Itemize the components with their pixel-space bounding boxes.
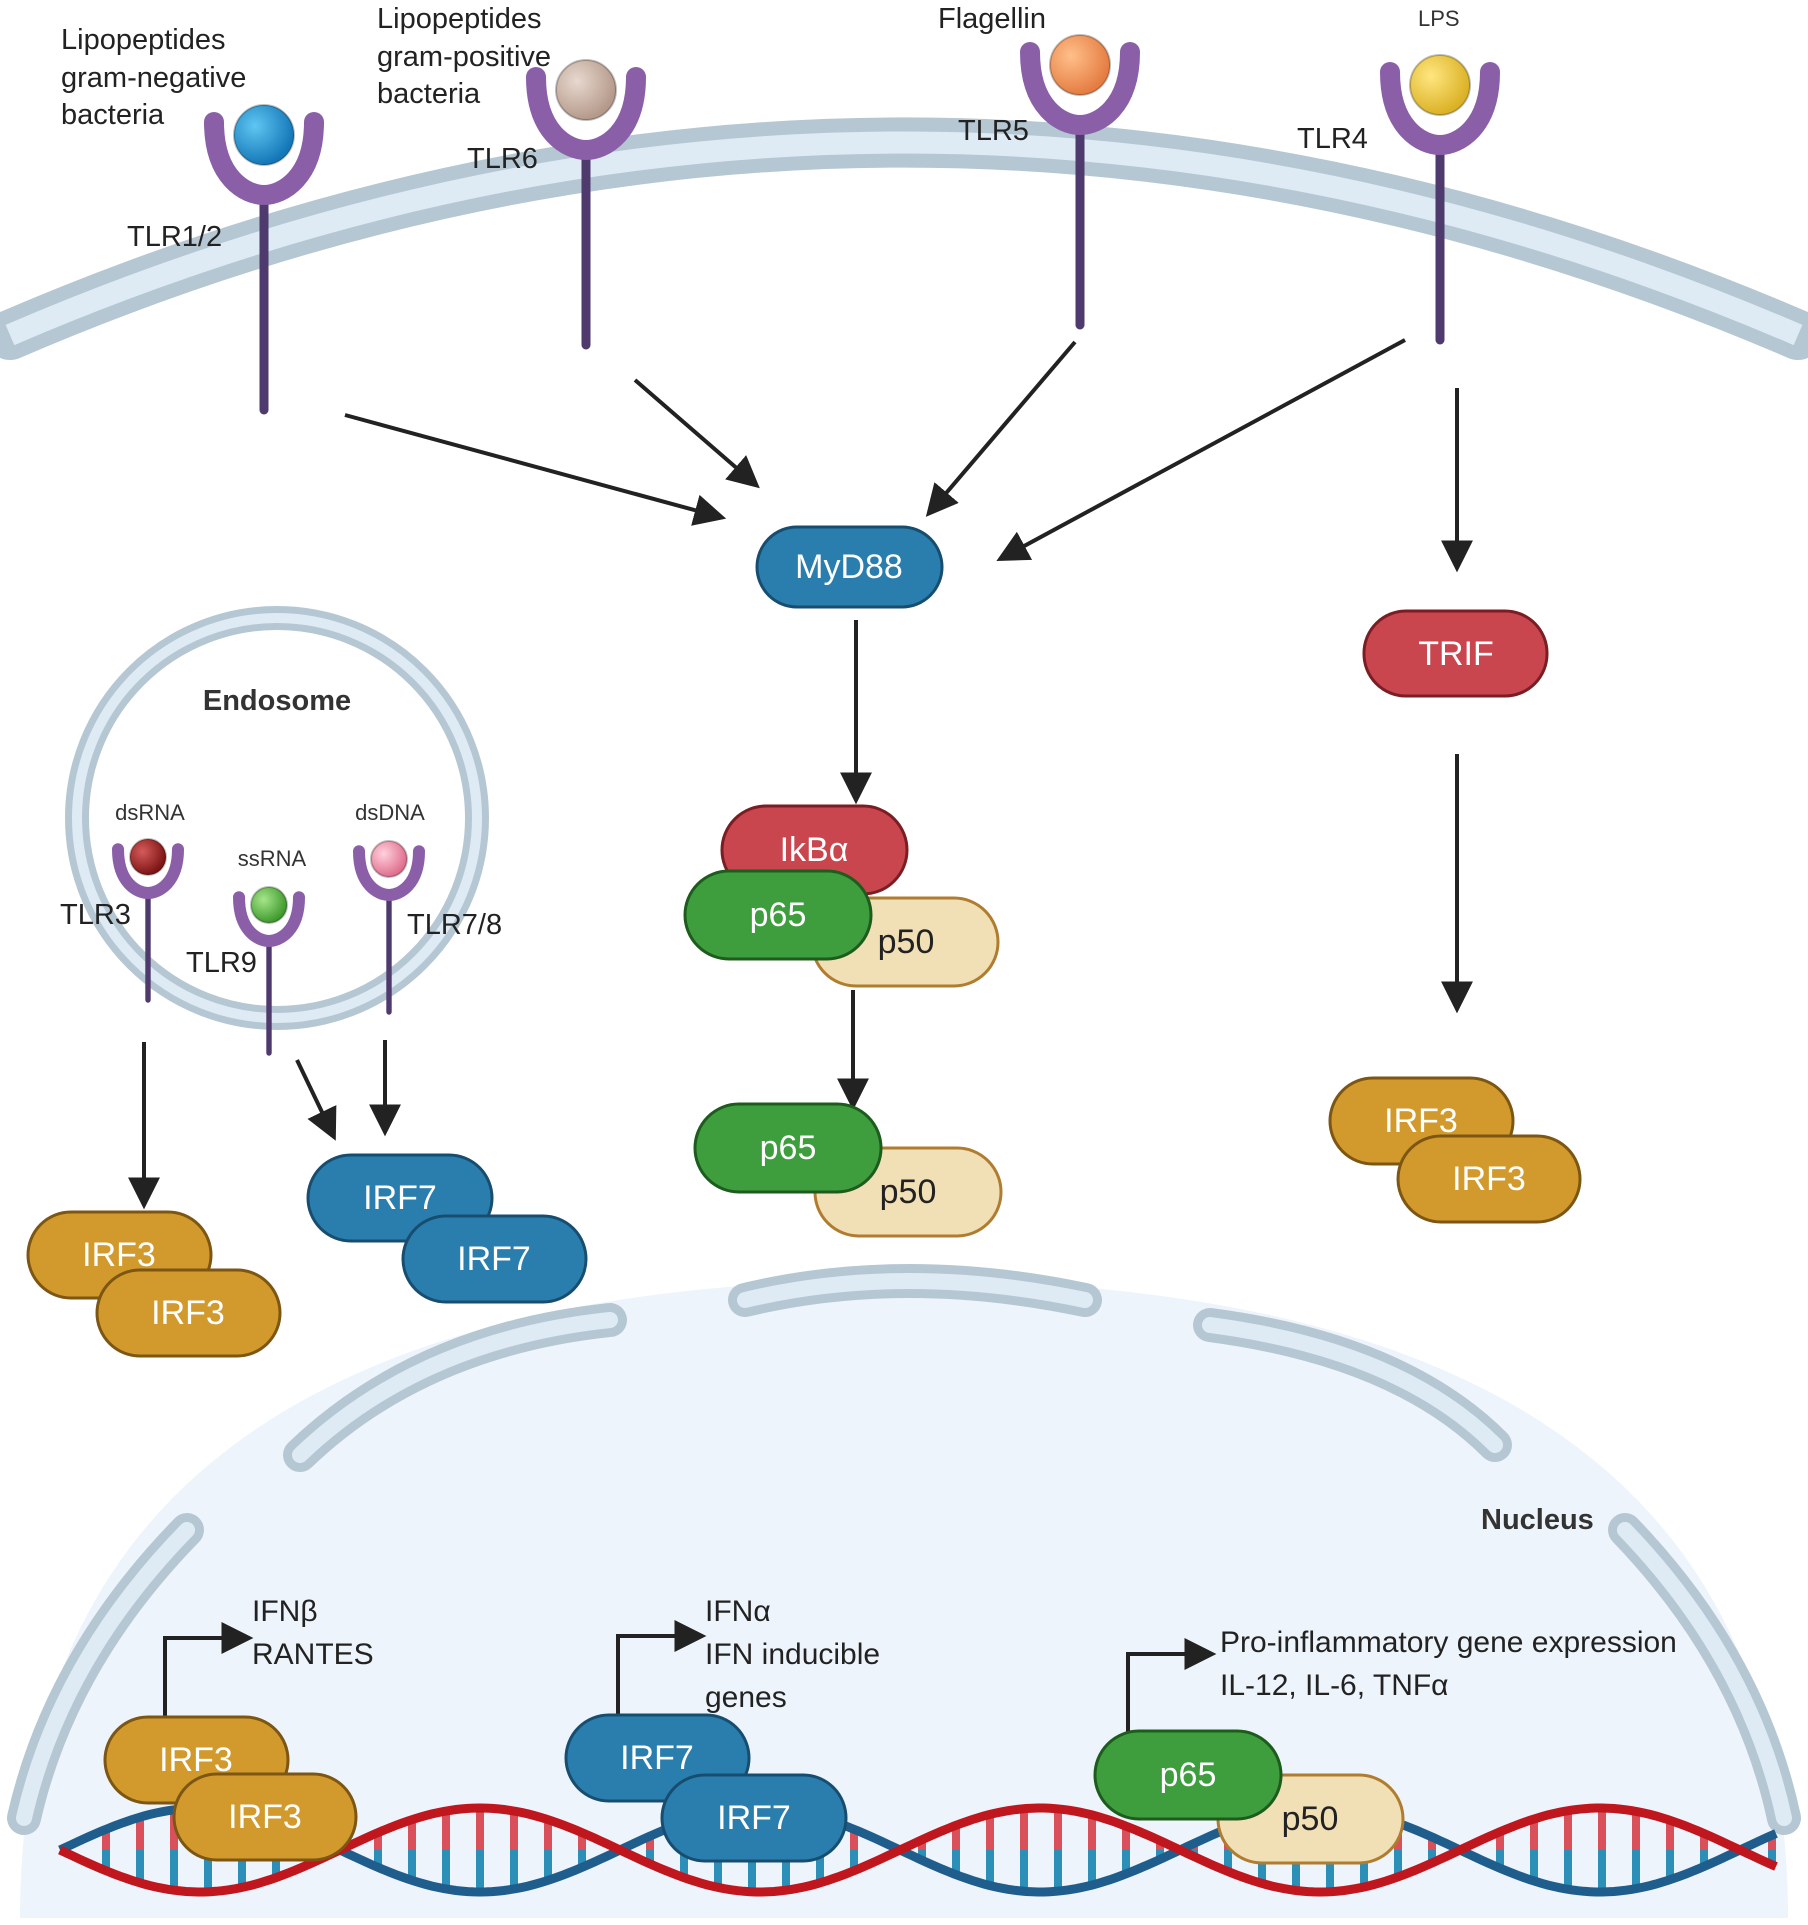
p65-label: p65 — [750, 896, 807, 934]
irf3-label: IRF3 — [151, 1294, 225, 1332]
irf7-gene-3: genes — [705, 1681, 787, 1714]
transcription-arrows — [163, 1620, 1217, 1738]
irf3-dimer-nuclear: IRF3 IRF3 — [103, 1715, 358, 1862]
tlr3-label: TLR3 — [60, 899, 131, 931]
target-genes: IFNβ RANTES IFNα IFN inducible genes Pro… — [252, 1595, 1677, 1714]
p50-label: p50 — [878, 923, 935, 961]
tlr12-ligand-line1: Lipopeptides — [61, 24, 225, 56]
endosome — [65, 606, 489, 1030]
irf7-dimer-endosome: IRF7 IRF7 — [306, 1153, 588, 1304]
tlr6-receptor-cup — [526, 67, 646, 161]
irf7-label: IRF7 — [717, 1799, 791, 1837]
arrow-tlr5-myd88 — [925, 340, 1077, 517]
tlr5-receptor — [1020, 34, 1140, 330]
dna-strand-blue — [58, 1803, 1778, 1897]
trif-label: TRIF — [1418, 635, 1494, 673]
nfkb-free-complex: p50 p65 — [693, 1102, 1003, 1238]
irf3-gene-1: IFNβ — [252, 1595, 318, 1628]
irf7-label: IRF7 — [457, 1240, 531, 1278]
irf7-label: IRF7 — [620, 1739, 694, 1777]
nucleus — [7, 1264, 1801, 1918]
irf7-dimer-nuclear: IRF7 IRF7 — [564, 1713, 848, 1863]
transcription-arrow-irf3 — [163, 1622, 254, 1718]
endosome-labels: Endosome dsRNA ssRNA dsDNA TLR3 TLR9 TLR… — [60, 685, 502, 979]
transcription-arrow-irf7 — [616, 1620, 707, 1720]
tlr78-receptor-cup — [353, 845, 425, 902]
tlr12-receptor — [204, 104, 324, 415]
tlr6-receptor — [526, 59, 646, 350]
signaling-arrows — [128, 338, 1473, 1210]
tlr4-ligand: LPS — [1418, 6, 1460, 31]
tlr12-ligand-line3: bacteria — [61, 99, 165, 131]
tlr3-ligand: dsRNA — [115, 800, 185, 825]
tlr12-label: TLR1/2 — [127, 221, 222, 253]
tlr9-label: TLR9 — [186, 947, 257, 979]
irf3-dimer-endosome: IRF3 IRF3 — [26, 1210, 282, 1358]
ikba-label: IkBα — [780, 831, 849, 869]
tlr9-receptor-ligand-ball — [250, 886, 288, 924]
tlr6-ligand-line1: Lipopeptides — [377, 3, 541, 35]
tlr4-label: TLR4 — [1297, 123, 1368, 155]
endosome-title: Endosome — [203, 685, 351, 717]
nfkb-gene-2: IL-12, IL-6, TNFα — [1220, 1669, 1449, 1702]
irf7-gene-1: IFNα — [705, 1595, 771, 1628]
tlr3-receptor — [112, 838, 184, 1003]
p65-label: p65 — [1160, 1756, 1217, 1794]
tlr6-receptor-ligand-ball — [555, 59, 617, 121]
endosomal-receptors — [112, 838, 425, 1056]
tlr6-ligand-line2: gram-positive — [377, 41, 551, 73]
arrow-tlr9-irf7 — [295, 1059, 337, 1141]
tlr9-receptor — [233, 886, 305, 1056]
p65-label: p65 — [760, 1129, 817, 1167]
tlr5-ligand: Flagellin — [938, 3, 1046, 35]
tlr3-receptor-cup — [112, 843, 184, 900]
irf3-label: IRF3 — [1384, 1102, 1458, 1140]
tlr4-receptor-cup — [1380, 62, 1500, 156]
tlr78-ligand: dsDNA — [355, 800, 425, 825]
tlr12-receptor-ligand-ball — [233, 104, 295, 166]
irf3-gene-2: RANTES — [252, 1638, 374, 1671]
tlr4-receptor-ligand-ball — [1409, 54, 1471, 116]
tlr5-receptor-ligand-ball — [1049, 34, 1111, 96]
tlr3-receptor-ligand-ball — [129, 838, 167, 876]
tlr78-receptor-ligand-ball — [370, 840, 408, 878]
myd88-adaptor: MyD88 — [755, 525, 944, 609]
irf3-label: IRF3 — [228, 1798, 302, 1836]
arrow-tlr6-myd88 — [633, 378, 760, 489]
tlr6-ligand-line3: bacteria — [377, 78, 481, 110]
p50-label: p50 — [1282, 1800, 1339, 1838]
tlr5-receptor-cup — [1020, 42, 1140, 136]
myd88-label: MyD88 — [795, 548, 903, 586]
arrow-tlr4-myd88 — [996, 338, 1406, 562]
dna-strand-red — [58, 1803, 1778, 1897]
tlr4-receptor — [1380, 54, 1500, 345]
nucleus-title: Nucleus — [1481, 1504, 1594, 1536]
tlr78-label: TLR7/8 — [407, 909, 502, 941]
irf3-label: IRF3 — [1452, 1160, 1526, 1198]
irf3-dimer-trif: IRF3 IRF3 — [1328, 1076, 1582, 1224]
tlr12-ligand-line2: gram-negative — [61, 62, 246, 94]
irf7-gene-2: IFN inducible — [705, 1638, 880, 1671]
nfkb-gene-1: Pro-inflammatory gene expression — [1220, 1626, 1677, 1659]
tlr9-ligand: ssRNA — [238, 846, 307, 871]
p50-label: p50 — [880, 1173, 937, 1211]
nfkb-ikba-complex: IkBα p50 p65 — [683, 804, 1000, 988]
tlr78-receptor — [353, 840, 425, 1015]
arrow-tlr12-myd88 — [344, 413, 727, 526]
surface-receptor-labels: Lipopeptides gram-negative bacteria TLR1… — [61, 3, 1460, 253]
cell-membrane — [0, 117, 1808, 360]
surface-receptors — [204, 34, 1500, 415]
irf7-label: IRF7 — [363, 1179, 437, 1217]
transcription-arrow-nfkb — [1126, 1638, 1217, 1738]
tlr12-receptor-cup — [204, 112, 324, 206]
trif-adaptor: TRIF — [1362, 609, 1549, 698]
tlr5-label: TLR5 — [958, 115, 1029, 147]
tlr6-label: TLR6 — [467, 143, 538, 175]
tlr9-receptor-cup — [233, 891, 305, 948]
nfkb-nuclear-complex: p50 p65 — [1093, 1729, 1405, 1865]
irf3-label: IRF3 — [82, 1236, 156, 1274]
